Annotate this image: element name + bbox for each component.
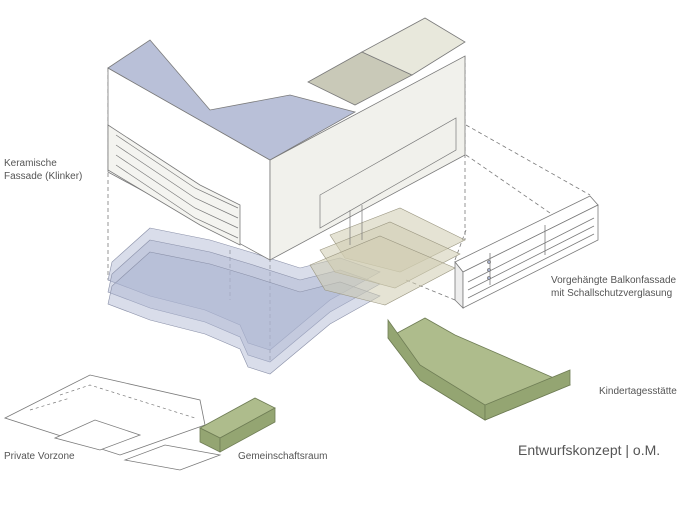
ground-dashed <box>29 384 196 419</box>
kita-block <box>387 317 572 421</box>
gemeinschaftsraum-block <box>199 397 276 453</box>
label-balkonfassade: Vorgehängte Balkonfassade mit Schallschu… <box>551 275 677 299</box>
label-gemeinschaftsraum: Gemeinschaftsraum <box>238 451 328 462</box>
label-kindertagesstaette: Kindertagesstätte <box>599 386 677 397</box>
label-keramische-fassade: Keramische Fassade (Klinker) <box>4 158 83 182</box>
diagram-title: Entwurfskonzept | o.M. <box>518 442 661 458</box>
floor-slabs-blue <box>107 227 381 375</box>
balcony-facade <box>454 195 599 309</box>
label-private-vorzone: Private Vorzone <box>4 451 75 462</box>
ground-plane <box>3 374 222 471</box>
facade-openings <box>319 117 457 245</box>
clinker-lines <box>115 134 239 239</box>
building-volume <box>107 17 466 261</box>
floor-slabs-olive <box>309 207 466 306</box>
